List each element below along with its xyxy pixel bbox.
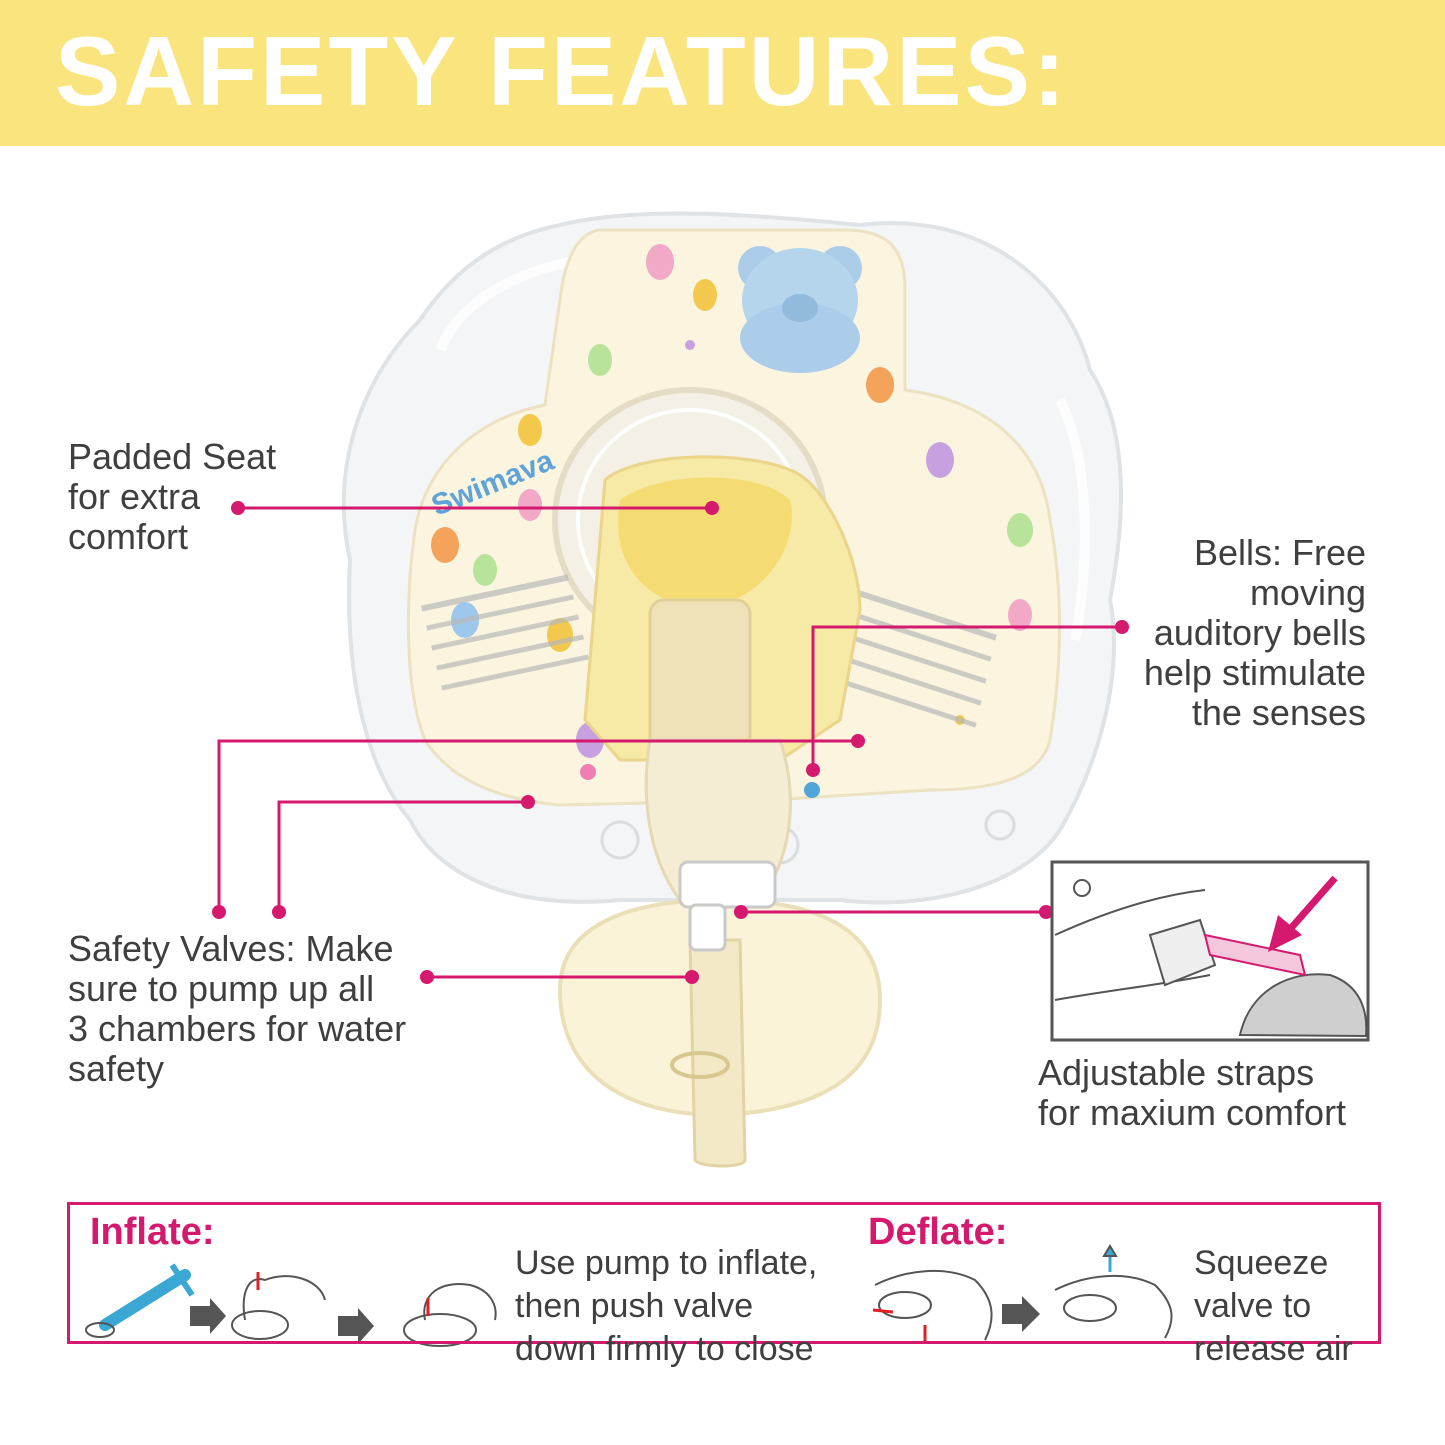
strap-detail-inset (1050, 860, 1370, 1042)
callout-safety-valves: Safety Valves: Make sure to pump up all … (68, 928, 407, 1089)
inflate-text: Use pump to inflate, then push valve dow… (515, 1244, 818, 1368)
instructions-box (67, 1202, 1381, 1344)
valve-press-icon (231, 1272, 326, 1340)
callout-bells: Bells: Free moving auditory bells help s… (1143, 532, 1366, 733)
callout-padded-seat: Padded Seat for extra comfort (68, 436, 277, 557)
arrow-right-icon (338, 1308, 374, 1344)
valve-squeeze-icon (1054, 1244, 1173, 1339)
arrow-right-icon (1002, 1296, 1040, 1332)
leader-lines (217, 506, 1122, 979)
pump-icon (85, 1263, 195, 1338)
deflate-heading: Deflate: (868, 1211, 1008, 1253)
inflate-heading: Inflate: (90, 1211, 215, 1253)
valve-press-icon (403, 1283, 497, 1347)
deflate-text: Squeeze valve to release air (1194, 1244, 1353, 1368)
blue-bear (738, 246, 862, 373)
callout-straps: Adjustable straps for maxium comfort (1038, 1052, 1347, 1133)
header-banner: SAFETY FEATURES: (0, 0, 1445, 146)
leader-dots (212, 501, 1129, 984)
page-title: SAFETY FEATURES: (55, 16, 1069, 126)
arrow-right-icon (190, 1298, 226, 1334)
strap-clip (678, 860, 777, 952)
valve-squeeze-icon (872, 1270, 993, 1342)
